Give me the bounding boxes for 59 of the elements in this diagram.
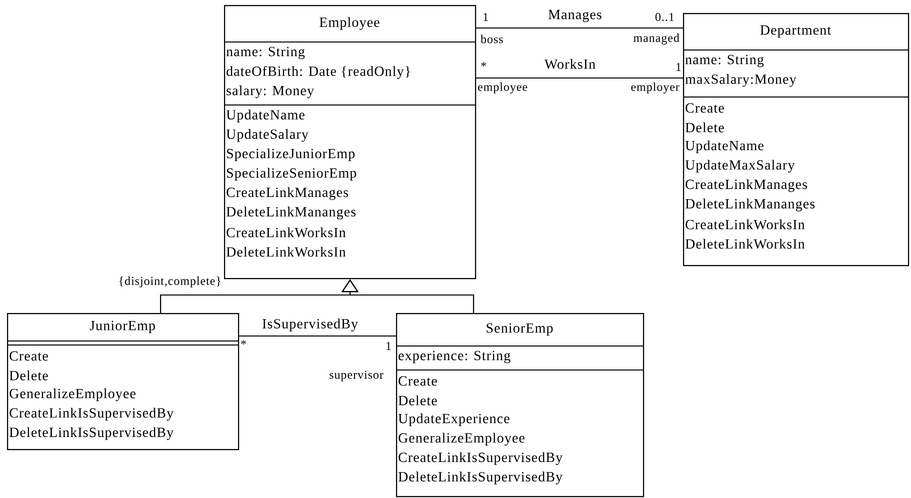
operation: DeleteLinkIsSupervisedBy bbox=[9, 427, 174, 440]
operation: GeneralizeEmployee bbox=[398, 432, 524, 446]
operation: DeleteLinkWorksIn bbox=[685, 238, 805, 249]
class-name: SeniorEmp bbox=[486, 323, 553, 336]
edge-label: Manages bbox=[547, 8, 603, 24]
edge-label: IsSupervisedBy bbox=[261, 318, 359, 332]
association-line bbox=[476, 27, 683, 29]
attribute: maxSalary:Money bbox=[685, 74, 796, 87]
operation: CreateLinkIsSupervisedBy bbox=[10, 408, 174, 421]
multiplicity: 0..1 bbox=[655, 12, 674, 22]
operation: UpdateSalary bbox=[226, 129, 308, 142]
association-line bbox=[476, 77, 683, 79]
class-box bbox=[683, 13, 910, 266]
attribute: dateOfBirth: Date {readOnly} bbox=[226, 66, 410, 79]
attribute: salary: Money bbox=[226, 85, 314, 98]
operation: Delete bbox=[398, 395, 437, 406]
operation: DeleteLinkMananges bbox=[226, 206, 356, 220]
operation: CreateLinkManages bbox=[226, 187, 348, 200]
multiplicity: boss bbox=[480, 34, 503, 44]
role-name: supervisor bbox=[330, 370, 384, 382]
multiplicity: 1 bbox=[386, 342, 391, 350]
operation: Create bbox=[398, 376, 437, 386]
multiplicity: * bbox=[241, 340, 246, 344]
association-line bbox=[239, 335, 396, 337]
operation: Create bbox=[686, 103, 724, 113]
attribute: name: String bbox=[685, 54, 764, 68]
attribute: experience: String bbox=[398, 350, 510, 364]
operation: DeleteLinkMananges bbox=[685, 198, 815, 212]
operation: UpdateExperience bbox=[398, 413, 510, 426]
operation: DeleteLinkIsSupervisedBy bbox=[398, 472, 563, 484]
class-box bbox=[224, 5, 476, 280]
multiplicity: 1 bbox=[484, 13, 488, 21]
attribute: name: String bbox=[226, 46, 305, 60]
operation: CreateLinkWorksIn bbox=[686, 219, 805, 230]
operation: SpecializeSeniorEmp bbox=[227, 168, 356, 181]
operation: DeleteLinkWorksIn bbox=[226, 246, 346, 257]
role-name: employee bbox=[478, 82, 528, 94]
operation: SpecializeJuniorEmp bbox=[227, 148, 355, 162]
operation: Delete bbox=[685, 122, 724, 132]
operation: CreateLinkWorksIn bbox=[226, 227, 346, 238]
multiplicity: * bbox=[481, 62, 486, 66]
class-name: JuniorEmp bbox=[90, 320, 155, 334]
operation: UpdateMaxSalary bbox=[685, 160, 795, 173]
operation: UpdateName bbox=[226, 110, 304, 122]
role-name: employer bbox=[631, 82, 680, 94]
role-name: managed bbox=[634, 34, 680, 44]
operation: UpdateName bbox=[685, 140, 764, 154]
class-name: Department bbox=[760, 25, 831, 38]
operation: Create bbox=[10, 351, 48, 361]
class-box bbox=[396, 313, 644, 498]
constraint-label: {disjoint,complete} bbox=[119, 276, 220, 288]
operation: GeneralizeEmployee bbox=[10, 388, 136, 402]
operation: CreateLinkManages bbox=[686, 179, 808, 192]
class-name: Employee bbox=[320, 17, 380, 30]
operation: CreateLinkIsSupervisedBy bbox=[398, 452, 563, 465]
class-box bbox=[7, 313, 240, 450]
operation: Delete bbox=[9, 370, 48, 380]
multiplicity: 1 bbox=[676, 63, 681, 71]
edge-label: WorksIn bbox=[543, 58, 597, 70]
